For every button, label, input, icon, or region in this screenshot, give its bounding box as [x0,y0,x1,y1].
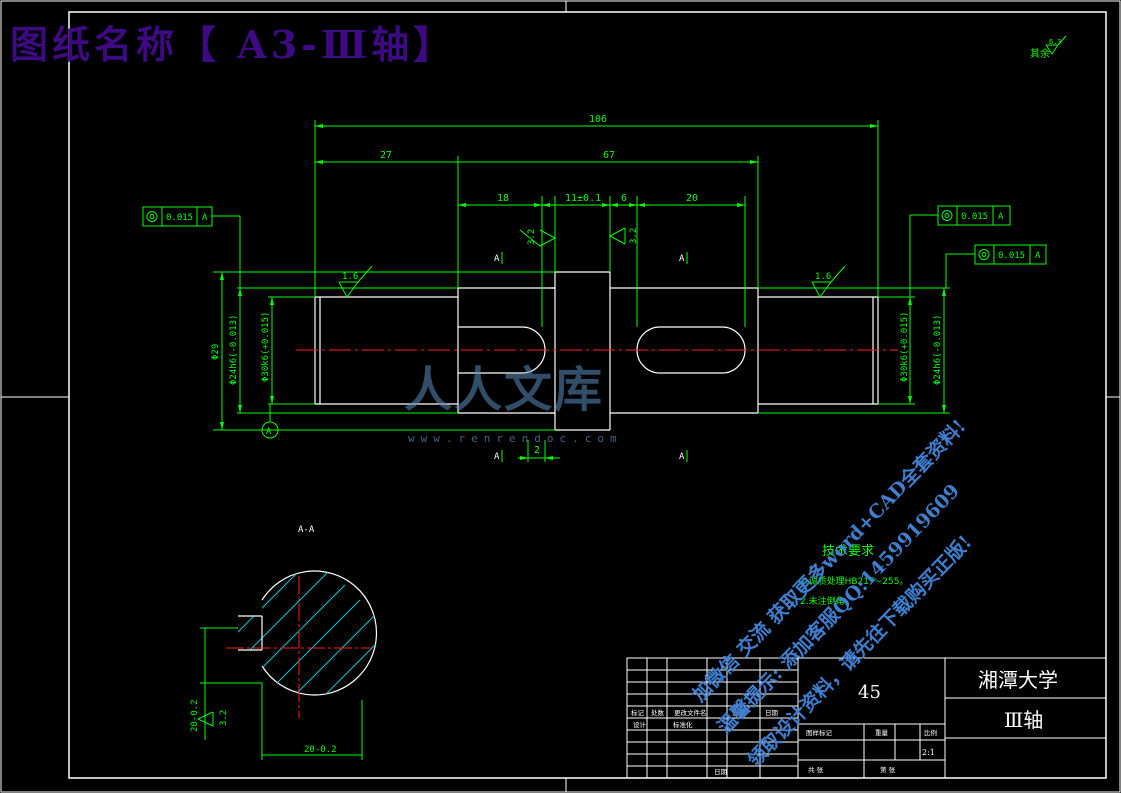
dim-mid-len: 67 [603,150,615,161]
section-label-a1: A [494,254,500,264]
dim-small-2: 2 [534,445,540,456]
row-label-1: 标准化 [673,720,693,729]
stage-label-1: 重量 [875,729,889,737]
dia-left-inner: Φ30k6(+0.015) [261,312,271,382]
dia-29: Φ29 [211,344,221,360]
col-label-1: 处数 [651,708,665,717]
dia-right-inner: Φ30k6(+0.015) [900,312,910,382]
section-view [200,570,378,760]
view-title-aa: A-A [298,525,315,535]
dim-seg-18: 18 [497,193,509,204]
tol-right-lower-datum: A [1035,251,1041,261]
dim-seg-6: 6 [621,193,627,204]
section-width-dim: 20-0.2 [304,745,337,755]
gdt-frames [142,205,1047,265]
rough-16-left: 1.6 [342,272,358,282]
tol-left-value: 0.015 [166,213,193,223]
stage-label-2: 比例 [924,728,937,737]
university-name: 湘潭大学 [978,668,1058,692]
tol-right-upper-datum: A [998,212,1004,222]
rough-32-right: 3.2 [629,228,639,244]
material-value: 45 [858,682,881,703]
section-height-dim: 20-0.2 [190,699,200,732]
dim-left-len: 27 [380,150,392,161]
dia-left-tol: Φ24h6(-0.013) [229,315,239,385]
section-label-a3: A [494,452,500,462]
rough-general-label: 其余 [1030,47,1050,60]
tech-req-item-0: 1.调质处理HB217~255。 [800,575,908,587]
dimension-arrows [220,124,946,460]
datum-label: A [266,427,272,437]
title-block [626,657,1107,779]
tol-right-lower-value: 0.015 [998,251,1025,261]
shaft-outline [314,271,879,431]
dim-seg-20: 20 [686,193,698,204]
dim-seg-11: 11±0.1 [565,193,601,204]
drawing-title: 图纸名称【 A3-Ⅲ轴】 [10,22,456,67]
col-label-3: 签字 [732,708,746,717]
sheet-label-0: 共 张 [808,765,824,774]
dimension-lines [212,120,975,462]
sheet-label-1: 第 张 [880,765,896,774]
inner-frame [68,11,1107,779]
dim-total: 106 [589,114,607,125]
col-label-4: 日期 [765,709,779,717]
rough-general-value: 6.3 [1049,38,1062,46]
roughness-symbols [196,35,1067,727]
section-label-a2: A [679,254,685,264]
check-label-2: 日期 [714,768,728,776]
dia-right-tol: Φ24h6(-0.013) [933,315,943,385]
watermark-logo: 人人文库 [404,362,605,418]
tech-req-heading: 技术要求 [822,544,874,559]
watermark-url: www.renrendoc.com [408,432,623,445]
tol-left-datum: A [202,213,208,223]
scale-value: 2:1 [922,748,935,757]
section-label-a4: A [679,452,685,462]
section-rough: 3.2 [219,710,229,726]
col-label-2: 更改文件名 [674,708,707,717]
part-name: Ⅲ轴 [1004,708,1043,732]
rough-32-left: 3.2 [527,229,537,245]
row-label-0: 设计 [633,720,647,729]
col-label-0: 标记 [631,708,645,717]
stage-label-0: 图样标记 [806,728,833,737]
tol-right-upper-value: 0.015 [961,212,988,222]
tech-req-item-1: 2.未注倒角。 [800,595,854,607]
rough-16-right: 1.6 [815,272,831,282]
